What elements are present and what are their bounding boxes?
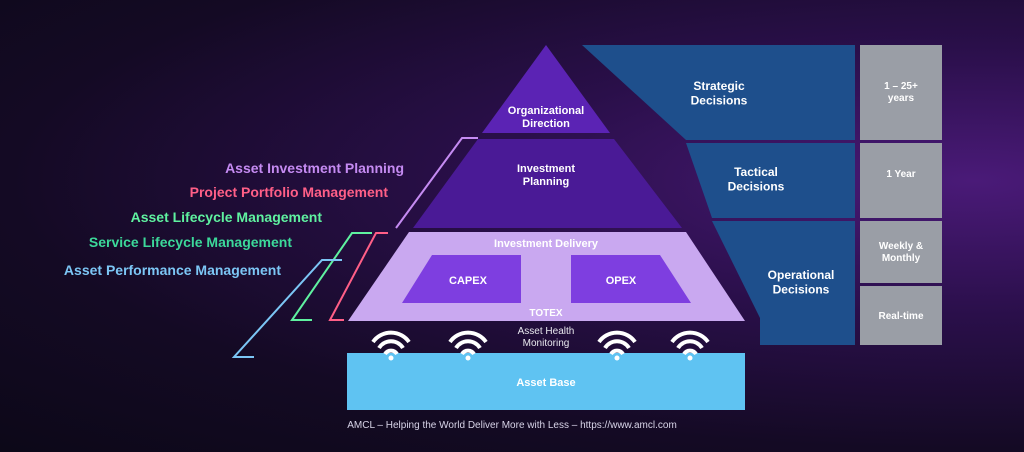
- label-timescale-realtime: Real-time: [878, 311, 923, 322]
- label-project-portfolio-management: Project Portfolio Management: [190, 184, 389, 200]
- timescale-tactical-panel: [860, 143, 942, 218]
- asset-base-block: [347, 353, 745, 410]
- operational-decisions-panel: [712, 221, 855, 345]
- label-asset-investment-planning: Asset Investment Planning: [225, 160, 404, 176]
- label-timescale-weekly: Weekly &Monthly: [879, 241, 923, 264]
- opex-box: [571, 255, 691, 303]
- label-timescale-strategic: 1 – 25+years: [884, 81, 918, 104]
- label-asset-base: Asset Base: [516, 377, 575, 389]
- strategic-decisions-panel: [582, 45, 855, 140]
- wifi-icon: [670, 330, 710, 361]
- wifi-icon: [448, 330, 488, 361]
- label-totex: TOTEX: [529, 308, 562, 319]
- label-capex: CAPEX: [449, 275, 488, 287]
- label-opex: OPEX: [606, 275, 637, 287]
- wifi-icon: [371, 330, 411, 361]
- bracket-lifecycle: [290, 232, 372, 321]
- label-asset-performance-management: Asset Performance Management: [64, 262, 281, 278]
- wifi-icon: [597, 330, 637, 361]
- label-service-lifecycle-management: Service Lifecycle Management: [89, 234, 292, 250]
- pyramid-middle-tier: [413, 139, 682, 228]
- bracket-investment: [395, 137, 478, 229]
- timescale-weekly-panel: [860, 221, 942, 283]
- label-investment-delivery: Investment Delivery: [494, 238, 599, 250]
- timescale-realtime-panel: [860, 286, 942, 345]
- tactical-decisions-panel: [686, 143, 855, 218]
- pyramid-top-tier: [482, 45, 610, 133]
- label-asset-lifecycle-management: Asset Lifecycle Management: [131, 209, 323, 225]
- timescale-strategic-panel: [860, 45, 942, 140]
- capex-box: [402, 255, 521, 303]
- label-timescale-tactical: 1 Year: [886, 169, 915, 180]
- bracket-performance: [231, 259, 342, 358]
- bracket-project: [328, 232, 388, 321]
- footer-credit: AMCL – Helping the World Deliver More wi…: [347, 420, 677, 431]
